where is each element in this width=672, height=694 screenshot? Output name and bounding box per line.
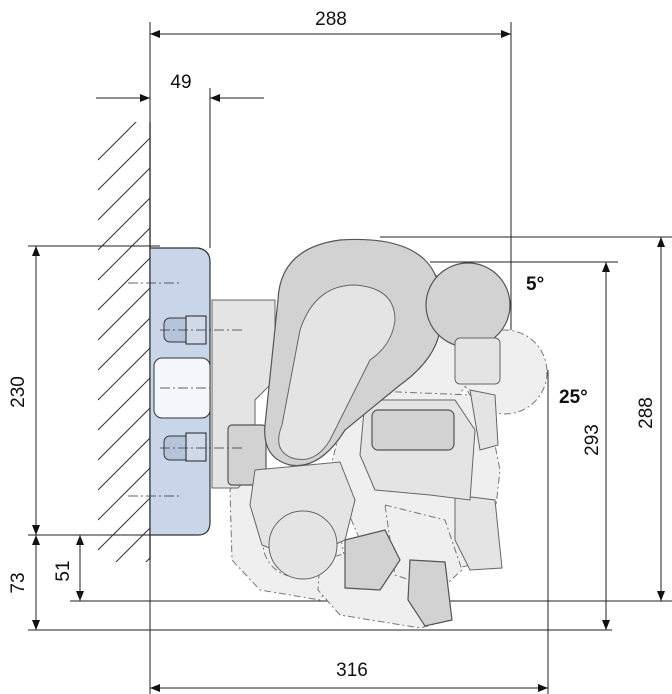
robot-joint-lower (268, 510, 338, 580)
label-bracket-depth: 49 (170, 72, 191, 93)
robot-elbow-cable (469, 389, 499, 451)
label-bottom-inner: 51 (53, 560, 74, 581)
wall-hatching (98, 122, 150, 562)
label-left-height: 230 (8, 376, 29, 408)
robot-arm (211, 238, 511, 627)
dimension-labels: 288 49 230 73 51 293 288 316 5° 25° (8, 9, 657, 681)
label-angle-lower: 25° (559, 387, 588, 408)
robot-link-lower-c (454, 494, 503, 571)
label-right-outer: 288 (636, 397, 657, 429)
dimension-lines (32, 30, 665, 692)
extension-lines (28, 22, 672, 694)
robot-tool-block (371, 409, 455, 451)
label-bottom-width: 316 (336, 660, 368, 681)
label-angle-upper: 5° (526, 274, 544, 295)
robot-link-lower-a (344, 529, 401, 591)
robot-forearm (278, 284, 396, 460)
label-right-inner: 293 (582, 424, 603, 456)
bolt-lower-icon (185, 432, 207, 462)
label-top-width: 288 (315, 9, 347, 30)
robot-elbow-joint (425, 262, 511, 348)
mounting-bracket (128, 247, 242, 536)
label-bottom-outer: 73 (8, 572, 29, 593)
robot-link-lower-b (407, 559, 453, 627)
robot-elbow-housing (454, 337, 501, 385)
